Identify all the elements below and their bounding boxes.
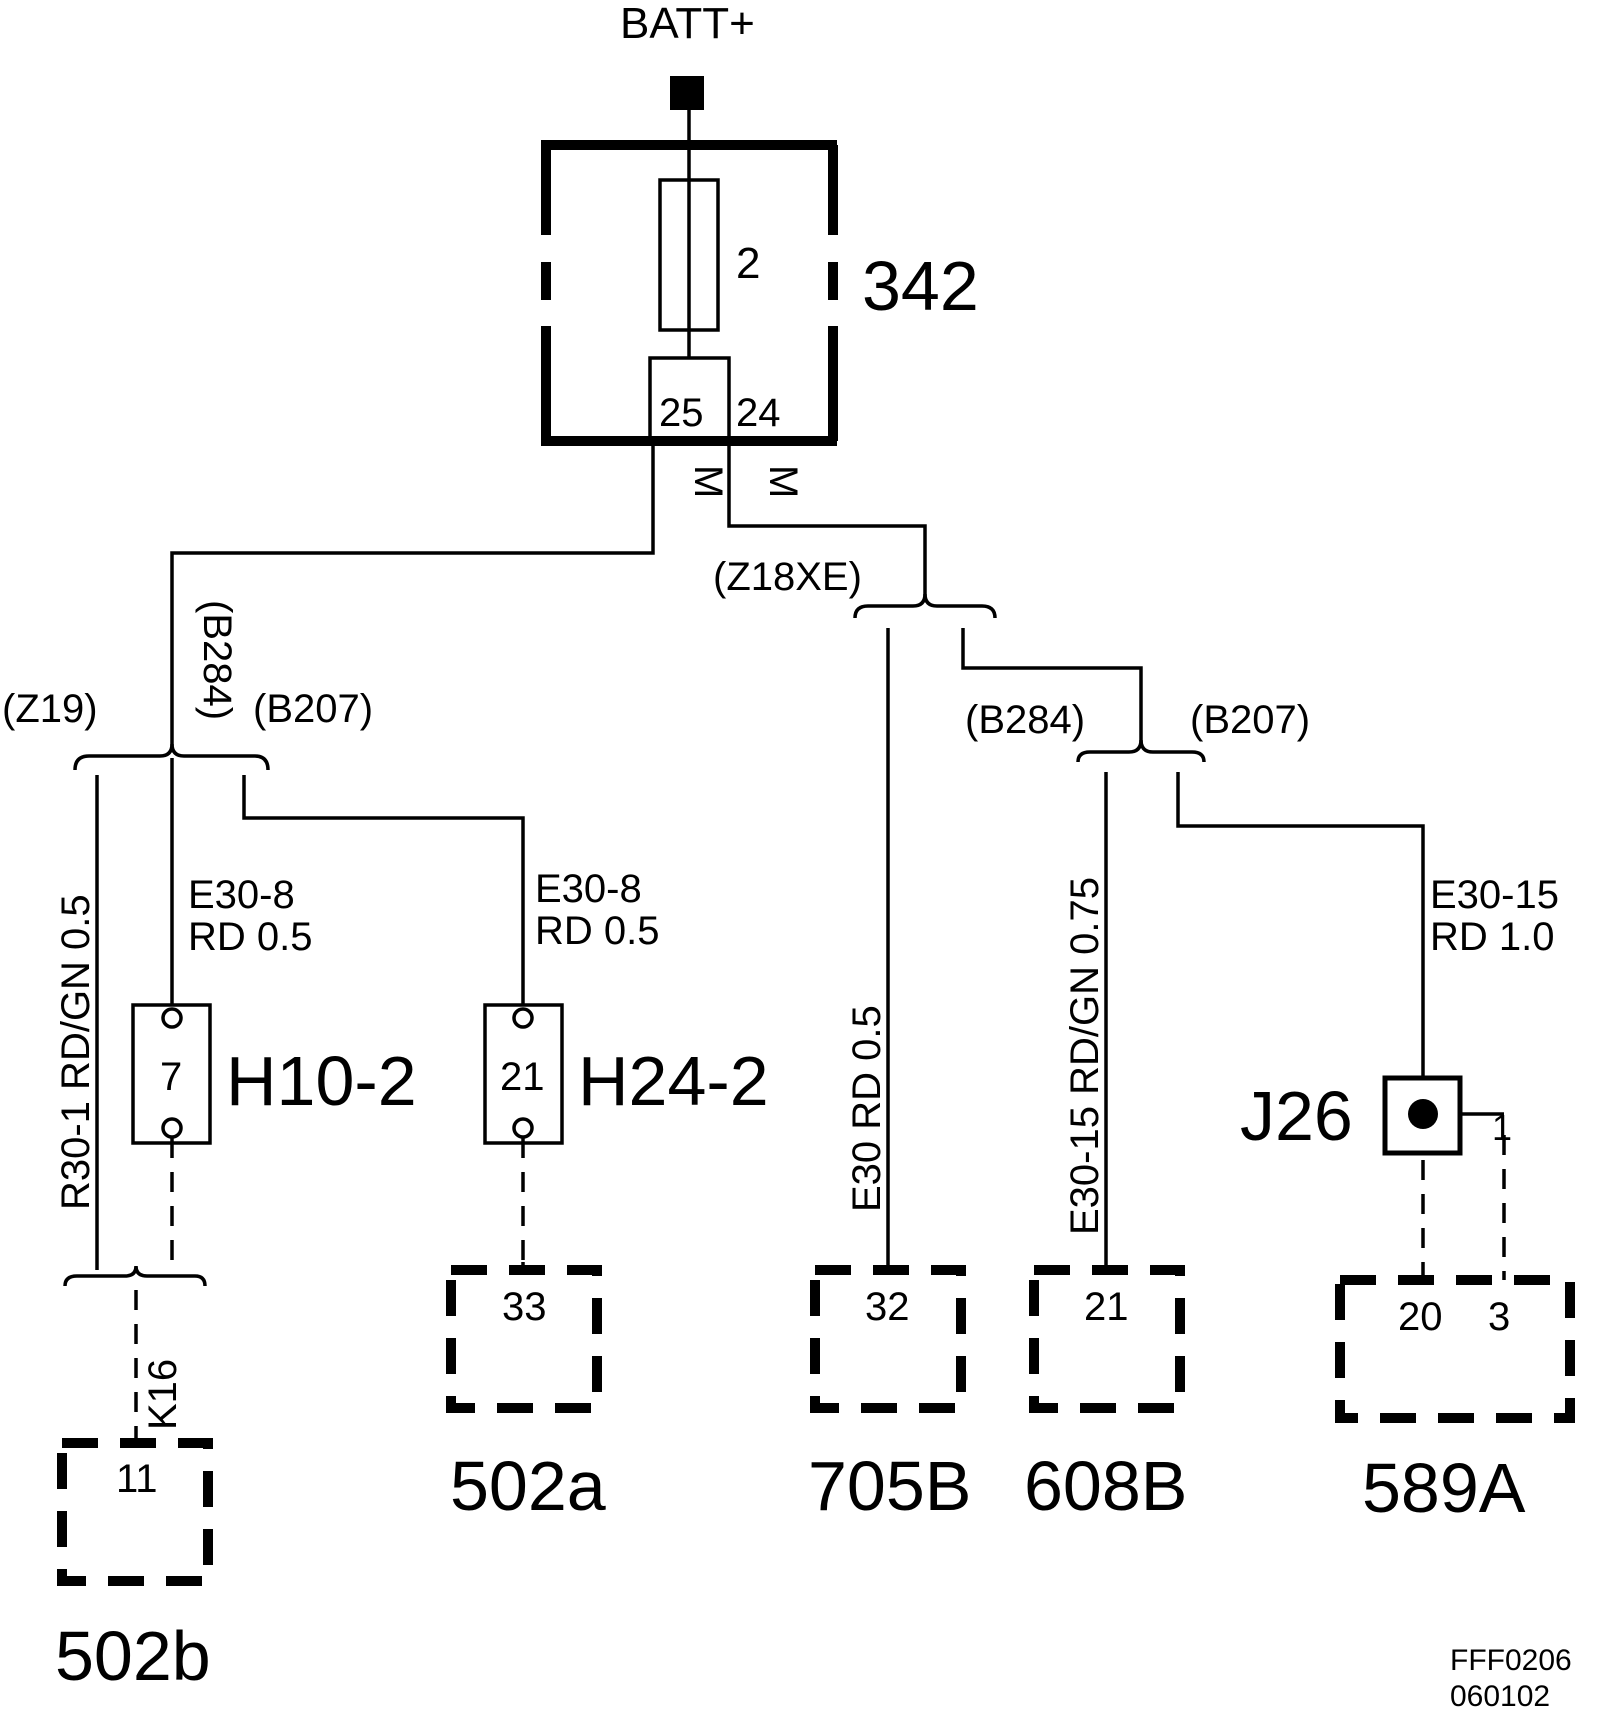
connector-608b-pin: 21 xyxy=(1084,1285,1129,1329)
variant-b207-right: (B207) xyxy=(1190,698,1310,742)
connector-608b xyxy=(1029,1265,1185,1413)
wire-r30-label: R30-1 RD/GN 0.5 xyxy=(54,894,98,1210)
pin-block xyxy=(648,356,731,440)
wire-705-label: E30 RD 0.5 xyxy=(845,1005,889,1212)
marker-m-right: M xyxy=(761,465,805,498)
h10-id: H10-2 xyxy=(226,1042,417,1120)
variant-z18xe: (Z18XE) xyxy=(713,555,862,599)
connector-502b-pin: 11 xyxy=(116,1457,158,1501)
variant-b284-left: (B284) xyxy=(195,600,239,720)
footer-code: FFF0206 xyxy=(1450,1644,1572,1677)
batt-label: BATT+ xyxy=(620,0,755,48)
connector-589a-pin-20: 20 xyxy=(1398,1295,1443,1339)
fuse-box-342 xyxy=(541,110,838,446)
j26-id: J26 xyxy=(1240,1077,1353,1155)
wire-589-spec: RD 1.0 xyxy=(1430,915,1555,959)
j26-component xyxy=(1382,1075,1506,1280)
connector-589a-id: 589A xyxy=(1362,1449,1526,1527)
left-trunk-wires xyxy=(73,441,655,1270)
connector-502a xyxy=(446,1265,602,1413)
j26-splice-dot xyxy=(1408,1099,1438,1129)
connector-589a xyxy=(1335,1275,1575,1423)
marker-m-left: M xyxy=(686,465,730,498)
h24-pin: 21 xyxy=(500,1055,545,1099)
connector-608b-id: 608B xyxy=(1024,1447,1187,1525)
footer-date: 060102 xyxy=(1450,1680,1550,1713)
wire-e30-h10-spec: RD 0.5 xyxy=(188,915,313,959)
pin-24: 24 xyxy=(736,391,781,435)
connector-705b-id: 705B xyxy=(808,1447,971,1525)
connector-705b-pin: 32 xyxy=(865,1285,910,1329)
wire-608-label: E30-15 RD/GN 0.75 xyxy=(1063,877,1107,1235)
variant-b284-right: (B284) xyxy=(965,698,1085,742)
wire-e30-h10-circuit: E30-8 xyxy=(188,873,295,917)
connector-589a-pin-3: 3 xyxy=(1488,1295,1510,1339)
wire-e30-h24-spec: RD 0.5 xyxy=(535,909,660,953)
j26-pin: 1 xyxy=(1492,1107,1512,1148)
connector-502a-id: 502a xyxy=(450,1447,606,1525)
h24-component xyxy=(483,1003,564,1262)
wire-e30-h24-circuit: E30-8 xyxy=(535,867,642,911)
fuse-box-id: 342 xyxy=(862,247,979,325)
connector-502b-id: 502b xyxy=(55,1617,211,1695)
fuse-number: 2 xyxy=(736,239,760,288)
connector-502a-pin: 33 xyxy=(502,1285,547,1329)
h10-pin: 7 xyxy=(160,1055,182,1099)
wire-589-circuit: E30-15 xyxy=(1430,873,1559,917)
h10-component xyxy=(131,1003,212,1270)
batt-terminal xyxy=(670,76,704,110)
connector-502b xyxy=(57,1438,213,1586)
pin-25: 25 xyxy=(659,391,704,435)
variant-b207-left: (B207) xyxy=(253,687,373,731)
right-trunk-wires xyxy=(727,441,1425,1268)
variant-z19-left: (Z19) xyxy=(2,687,98,731)
h24-id: H24-2 xyxy=(578,1042,769,1120)
brace-502b xyxy=(63,1265,207,1438)
k16-label: K16 xyxy=(141,1359,185,1430)
connector-705b xyxy=(810,1265,966,1413)
